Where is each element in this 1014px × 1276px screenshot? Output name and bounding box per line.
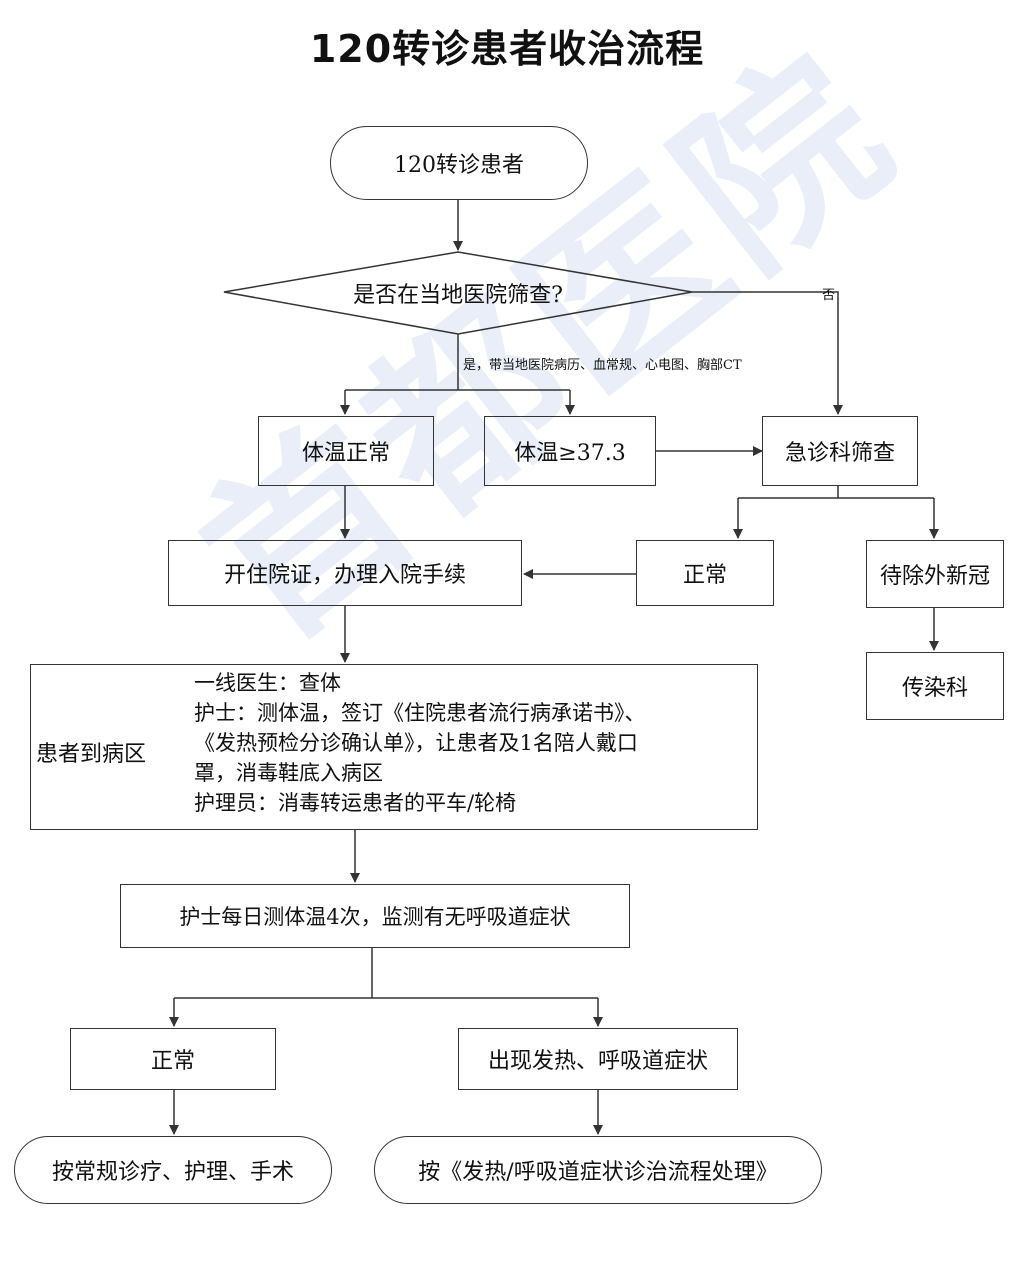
routine-care-node: 按常规诊疗、护理、手术: [14, 1136, 332, 1204]
ward-node: [30, 664, 758, 830]
ward-line: 护士：测体温，签订《住院患者流行病承诺书》、: [194, 701, 646, 725]
normal-node-ward: 正常: [70, 1028, 276, 1090]
ward-line: 罩，消毒鞋底入病区: [194, 761, 383, 785]
temp-normal-node: 体温正常: [258, 416, 434, 486]
ward-line: 护理员：消毒转运患者的平车/轮椅: [194, 791, 517, 815]
ward-line: 《发热预检分诊确认单》，让患者及1名陪人戴口: [194, 731, 638, 755]
pending-covid-node: 待除外新冠: [866, 540, 1004, 608]
infectious-dept-node: 传染科: [866, 652, 1004, 720]
admission-node: 开住院证，办理入院手续: [168, 540, 522, 606]
edge-label-yes: 是，带当地医院病历、血常规、心电图、胸部CT: [463, 358, 742, 373]
start-node: 120转诊患者: [330, 126, 588, 200]
er-screening-node: 急诊科筛查: [762, 416, 918, 486]
fever-process-node: 按《发热/呼吸道症状诊治流程处理》: [374, 1136, 822, 1204]
symptoms-node: 出现发热、呼吸道症状: [458, 1028, 738, 1090]
temp-high-node: 体温≥37.3: [484, 416, 656, 486]
page-title: 120转诊患者收治流程: [309, 27, 705, 71]
edge-label-no: 否: [822, 288, 836, 303]
ward-instructions: 一线医生：查体 护士：测体温，签订《住院患者流行病承诺书》、 《发热预检分诊确认…: [194, 668, 646, 818]
decision-node: 是否在当地医院筛查?: [353, 283, 563, 308]
ward-label: 患者到病区: [36, 742, 147, 767]
ward-line: 一线医生：查体: [194, 671, 341, 695]
monitor-node: 护士每日测体温4次，监测有无呼吸道症状: [120, 884, 630, 948]
normal-node-er: 正常: [636, 540, 774, 606]
